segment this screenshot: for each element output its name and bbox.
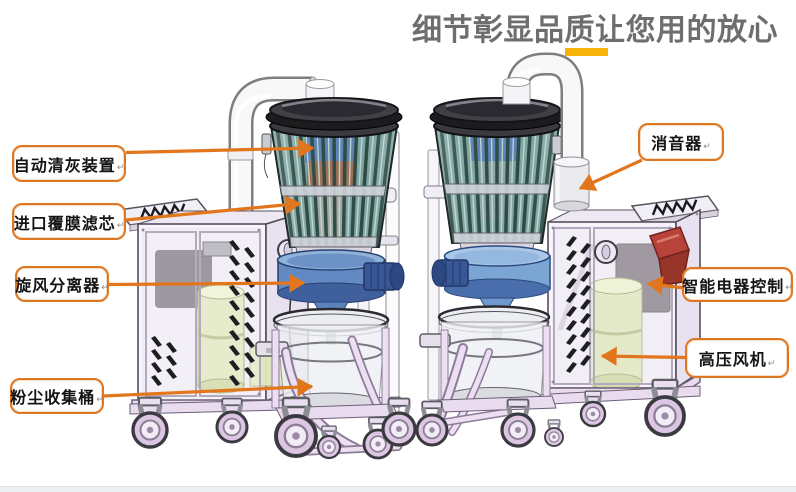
callout-dust-collection-bucket: 粉尘收集桶↵: [10, 378, 104, 414]
return-mark-icon: ↵: [785, 282, 793, 292]
power-socket: [649, 226, 690, 286]
machine-left: [116, 76, 405, 458]
page-title: 细节彰显品质让您用的放心: [412, 14, 778, 47]
callout-auto-dust-cleaning: 自动清灰装置↵: [12, 145, 126, 182]
cart-cabinet: [437, 195, 720, 411]
arrow-imported-membrane-filter: [125, 195, 302, 222]
arrow-auto-dust-cleaning: [125, 138, 315, 158]
callout-smart-electric-control: 智能电器控制↵: [682, 267, 793, 302]
return-mark-icon: ↵: [767, 358, 776, 368]
arrow-high-pressure-blower: [600, 346, 687, 366]
filter-lid: [429, 97, 565, 131]
arrow-cyclone-separator: [108, 273, 306, 293]
filter-container: [433, 114, 562, 255]
machine-right: [383, 52, 720, 446]
callout-label: 智能电器控制: [682, 278, 785, 296]
callout-muffler: 消音器↵: [638, 123, 724, 161]
return-mark-icon: ↵: [116, 220, 125, 230]
arrow-dust-collection-bucket: [103, 377, 314, 398]
callout-label: 自动清灰装置: [13, 157, 116, 175]
callout-arrows: [103, 138, 687, 398]
exhaust-pipe: [227, 76, 335, 216]
arrow-muffler: [578, 158, 643, 192]
callout-label: 消音器: [651, 136, 703, 153]
callout-high-pressure-blower: 高压风机↵: [685, 338, 789, 378]
callout-cyclone-separator: 旋风分离器↵: [15, 266, 109, 302]
muffler-cylinder: [553, 156, 590, 212]
return-mark-icon: ↵: [116, 162, 125, 172]
callout-label: 进口覆膜滤芯: [13, 215, 116, 233]
title-underline: [565, 48, 608, 56]
lid-latch: [261, 133, 272, 155]
return-mark-icon: ↵: [703, 141, 711, 151]
lid-latch: [551, 135, 562, 155]
callout-label: 高压风机: [698, 352, 767, 369]
callout-label: 粉尘收集桶: [10, 390, 96, 407]
callout-imported-membrane-filter: 进口覆膜滤芯↵: [12, 203, 126, 240]
exhaust-pipe: [502, 52, 584, 160]
return-mark-icon: ↵: [101, 282, 109, 292]
return-mark-icon: ↵: [96, 394, 104, 404]
bottom-strip: [0, 486, 796, 492]
filter-lid: [265, 97, 403, 131]
arrow-smart-electric-control: [646, 275, 685, 295]
callout-label: 旋风分离器: [15, 278, 101, 295]
